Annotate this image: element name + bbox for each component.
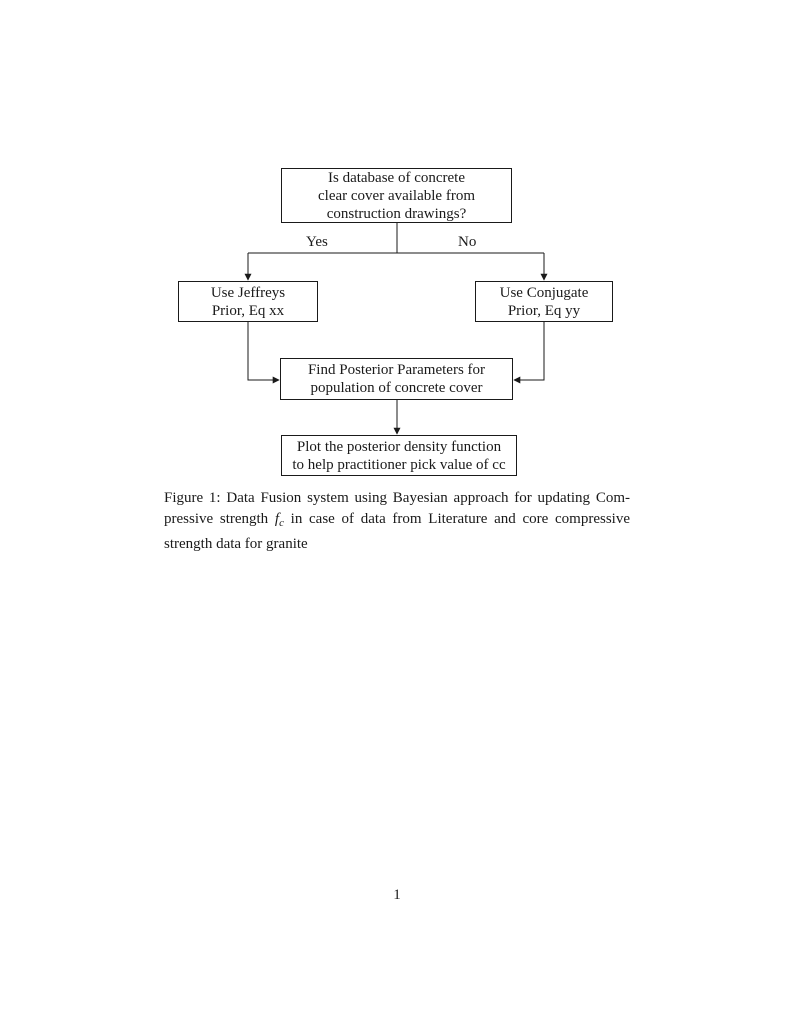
yes-branch-label: Yes bbox=[306, 234, 328, 250]
caption-line-2: pressive strength fc in case of data fro… bbox=[164, 509, 630, 534]
page-number: 1 bbox=[393, 887, 401, 903]
caption-line-1: Figure 1: Data Fusion system using Bayes… bbox=[164, 490, 630, 506]
conjugate-prior-box-line-1: Use Conjugate bbox=[499, 284, 589, 301]
connector-jeffreys-to-posterior bbox=[247, 322, 280, 384]
caption-line-3: strength data for granite bbox=[164, 536, 308, 552]
posterior-parameters-box: Find Posterior Parameters for population… bbox=[280, 358, 513, 400]
conjugate-prior-box-line-2: Prior, Eq yy bbox=[507, 302, 581, 319]
decision-box-line-1: Is database of concrete bbox=[327, 169, 465, 186]
plot-density-box-line-2: to help practitioner pick value of cc bbox=[292, 456, 506, 473]
plot-density-box-line-1: Plot the posterior density function bbox=[296, 438, 502, 455]
figure-caption: Figure 1: Data Fusion system using Bayes… bbox=[164, 488, 630, 555]
decision-box-line-3: construction drawings? bbox=[326, 205, 467, 222]
jeffreys-prior-box: Use Jeffreys Prior, Eq xx bbox=[178, 281, 318, 322]
posterior-parameters-box-line-1: Find Posterior Parameters for bbox=[307, 362, 486, 378]
math-f-symbol: f bbox=[274, 511, 280, 527]
caption-line-2-pre: pressive strength bbox=[164, 511, 275, 527]
decision-box-line-2: clear cover available from bbox=[318, 187, 475, 204]
posterior-parameters-box-line-2: population of concrete cover bbox=[310, 380, 483, 396]
math-f-subscript: c bbox=[279, 517, 284, 529]
jeffreys-prior-box-line-1: Use Jeffreys bbox=[210, 284, 286, 301]
decision-box: Is database of concrete clear cover avai… bbox=[281, 168, 512, 223]
plot-density-box: Plot the posterior density function to h… bbox=[281, 435, 517, 476]
jeffreys-prior-box-line-2: Prior, Eq xx bbox=[211, 302, 285, 319]
caption-line-2-post: in case of data from Literature and core… bbox=[283, 511, 630, 527]
conjugate-prior-box: Use Conjugate Prior, Eq yy bbox=[475, 281, 613, 322]
connector-conjugate-to-posterior bbox=[513, 322, 545, 384]
connector-decision-branch bbox=[248, 223, 544, 254]
no-branch-label: No bbox=[458, 234, 477, 250]
